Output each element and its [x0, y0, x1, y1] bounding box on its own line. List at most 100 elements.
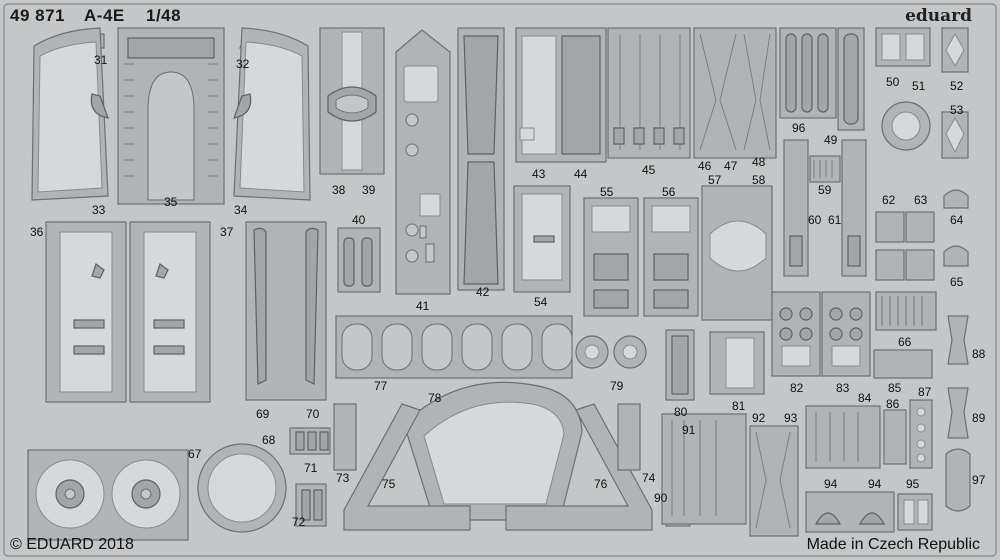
part-label: 78: [428, 391, 442, 405]
part-label: 38: [332, 183, 346, 197]
part-80: [665, 329, 695, 401]
part-label: 42: [476, 285, 490, 299]
part-label: 37: [220, 225, 234, 239]
part-label: 82: [790, 381, 804, 395]
part-66: [875, 291, 937, 331]
part-84: [805, 405, 881, 469]
country-of-origin: Made in Czech Republic: [806, 536, 980, 553]
part-label: 33: [92, 203, 106, 217]
part-label: 49: [824, 133, 838, 147]
part-label: 43: [532, 167, 546, 181]
scale-label: 1/48: [146, 6, 182, 25]
part-75: [343, 403, 471, 531]
part-label: 76: [594, 477, 608, 491]
part-81: [709, 331, 765, 395]
part-49: [837, 27, 865, 131]
part-label: 68: [262, 433, 276, 447]
part-label: 66: [898, 335, 912, 349]
part-label: 86: [886, 397, 900, 411]
part-label: 85: [888, 381, 902, 395]
part-57-58: [701, 185, 773, 321]
part-62: [875, 211, 905, 281]
part-label: 95: [906, 477, 920, 491]
part-73: [333, 403, 357, 471]
part-65: [943, 245, 969, 267]
part-50: [875, 27, 931, 67]
part-label: 84: [858, 391, 872, 405]
part-42: [457, 27, 505, 291]
part-label: 44: [574, 167, 588, 181]
part-label: 70: [306, 407, 320, 421]
copyright: © EDUARD 2018: [10, 536, 134, 553]
part-label: 89: [972, 411, 986, 425]
part-label: 94: [868, 477, 882, 491]
part-34: [233, 27, 311, 201]
part-label: 58: [752, 173, 766, 187]
part-82: [771, 291, 821, 377]
part-83: [821, 291, 871, 377]
part-label: 31: [94, 53, 108, 67]
part-36: [45, 221, 127, 403]
part-87: [909, 399, 933, 469]
part-label: 87: [918, 385, 932, 399]
part-95: [897, 493, 933, 531]
part-43-44: [515, 27, 607, 163]
part-label: 55: [600, 185, 614, 199]
part-label: 69: [256, 407, 270, 421]
part-label: 97: [972, 473, 986, 487]
part-label: 46: [698, 159, 712, 173]
part-label: 56: [662, 185, 676, 199]
part-label: 71: [304, 461, 318, 475]
part-56: [643, 197, 699, 317]
part-60: [783, 139, 809, 277]
part-79: [575, 335, 647, 369]
part-91: [661, 413, 747, 525]
part-label: 73: [336, 471, 350, 485]
part-label: 36: [30, 225, 44, 239]
part-40: [337, 227, 381, 293]
part-33: [31, 27, 109, 201]
part-label: 93: [784, 411, 798, 425]
part-78: [403, 381, 583, 521]
part-label: 91: [682, 423, 696, 437]
part-label: 80: [674, 405, 688, 419]
part-label: 62: [882, 193, 896, 207]
part-label: 96: [792, 121, 806, 135]
part-label: 34: [234, 203, 248, 217]
part-41: [395, 29, 451, 295]
part-52: [941, 27, 969, 73]
part-label: 51: [912, 79, 926, 93]
part-label: 54: [534, 295, 548, 309]
part-69-70: [245, 221, 327, 401]
part-94: [805, 491, 895, 533]
part-92-93: [749, 425, 799, 537]
part-51: [881, 101, 931, 151]
part-label: 47: [724, 159, 738, 173]
part-label: 79: [610, 379, 624, 393]
part-label: 90: [654, 491, 668, 505]
part-88: [947, 315, 969, 365]
part-77: [335, 315, 573, 379]
part-label: 57: [708, 173, 722, 187]
part-label: 35: [164, 195, 178, 209]
part-label: 45: [642, 163, 656, 177]
part-label: 67: [188, 447, 202, 461]
part-label: 40: [352, 213, 366, 227]
part-label: 52: [950, 79, 964, 93]
part-label: 94: [824, 477, 838, 491]
part-label: 50: [886, 75, 900, 89]
part-37: [129, 221, 211, 403]
part-53: [941, 111, 969, 159]
part-label: 88: [972, 347, 986, 361]
fret-code: 49 871: [10, 6, 65, 25]
part-64: [943, 189, 969, 209]
part-45: [607, 27, 691, 159]
part-46-48: [693, 27, 777, 159]
part-label: 41: [416, 299, 430, 313]
part-55: [583, 197, 639, 317]
part-67: [27, 449, 189, 541]
part-label: 39: [362, 183, 376, 197]
part-89: [947, 387, 969, 439]
